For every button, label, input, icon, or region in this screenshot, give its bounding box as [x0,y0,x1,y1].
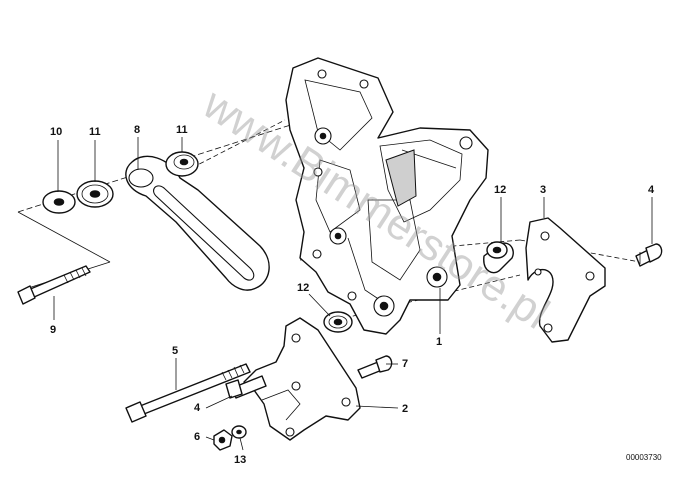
callout-6: 6 [194,431,200,443]
callout-1: 1 [436,336,442,348]
diagram-reference-number: 00003730 [626,453,662,462]
nut-part-6 [213,429,233,451]
callout-11-a: 11 [89,126,101,138]
callout-3: 3 [540,184,546,196]
bolt-part-9 [17,265,91,305]
callout-4-b: 4 [194,402,201,414]
bolt-part-7 [357,355,393,379]
bushing-part-12b [323,311,353,333]
bolt-part-4a [635,243,663,267]
leader-lines [53,137,653,451]
callout-11-b: 11 [176,124,188,136]
callout-7: 7 [402,358,408,370]
bracket-plate-part-3 [525,217,606,343]
bushing-part-12a [483,241,514,274]
callout-5: 5 [172,345,178,357]
bushing-part-11b [165,151,199,177]
callout-2: 2 [402,403,408,415]
bolt-part-5 [125,363,251,423]
callout-4-a: 4 [648,184,655,196]
callout-10: 10 [50,126,62,138]
main-bracket-part-1 [285,57,489,335]
callout-12-a: 12 [494,184,506,196]
bushing-part-11a [76,180,114,208]
callout-12-b: 12 [297,282,309,294]
adjusting-strap-part-8 [125,155,270,291]
callout-13: 13 [234,454,246,466]
washer-part-10 [42,190,76,214]
bolt-part-4b [225,375,267,399]
callout-8: 8 [134,124,140,136]
washer-part-13 [231,425,247,439]
lower-bracket-part-2 [243,317,361,441]
callout-9: 9 [50,324,56,336]
